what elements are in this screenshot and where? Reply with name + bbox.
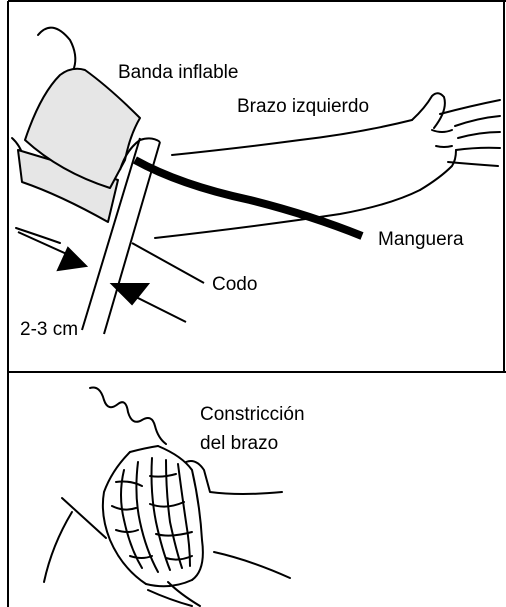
- label-constriction-line2: del brazo: [200, 433, 278, 454]
- constricted-arm: [43, 386, 291, 607]
- label-constriction-line1: Constricción: [200, 404, 305, 425]
- cuff: [17, 67, 161, 223]
- top-panel: Banda inflable Brazo izquierdo Manguera …: [11, 26, 501, 340]
- cuff-lower-layer: [17, 149, 119, 223]
- bottom-panel: Constricción del brazo: [43, 386, 305, 607]
- label-left-arm: Brazo izquierdo: [237, 96, 369, 117]
- diagram-frame: [7, 0, 506, 607]
- hose: [133, 156, 364, 240]
- distance-arrows: [56, 246, 151, 306]
- label-distance: 2-3 cm: [20, 319, 78, 340]
- label-elbow: Codo: [212, 274, 257, 295]
- arrow-left-icon: [56, 246, 89, 272]
- arrow-right-icon: [109, 283, 151, 306]
- label-cuff: Banda inflable: [118, 62, 238, 83]
- label-hose: Manguera: [378, 229, 464, 250]
- cuff-body: [24, 67, 141, 189]
- constriction-band: [101, 445, 204, 588]
- forearm-and-hand: [154, 92, 501, 239]
- distance-band: [81, 137, 161, 335]
